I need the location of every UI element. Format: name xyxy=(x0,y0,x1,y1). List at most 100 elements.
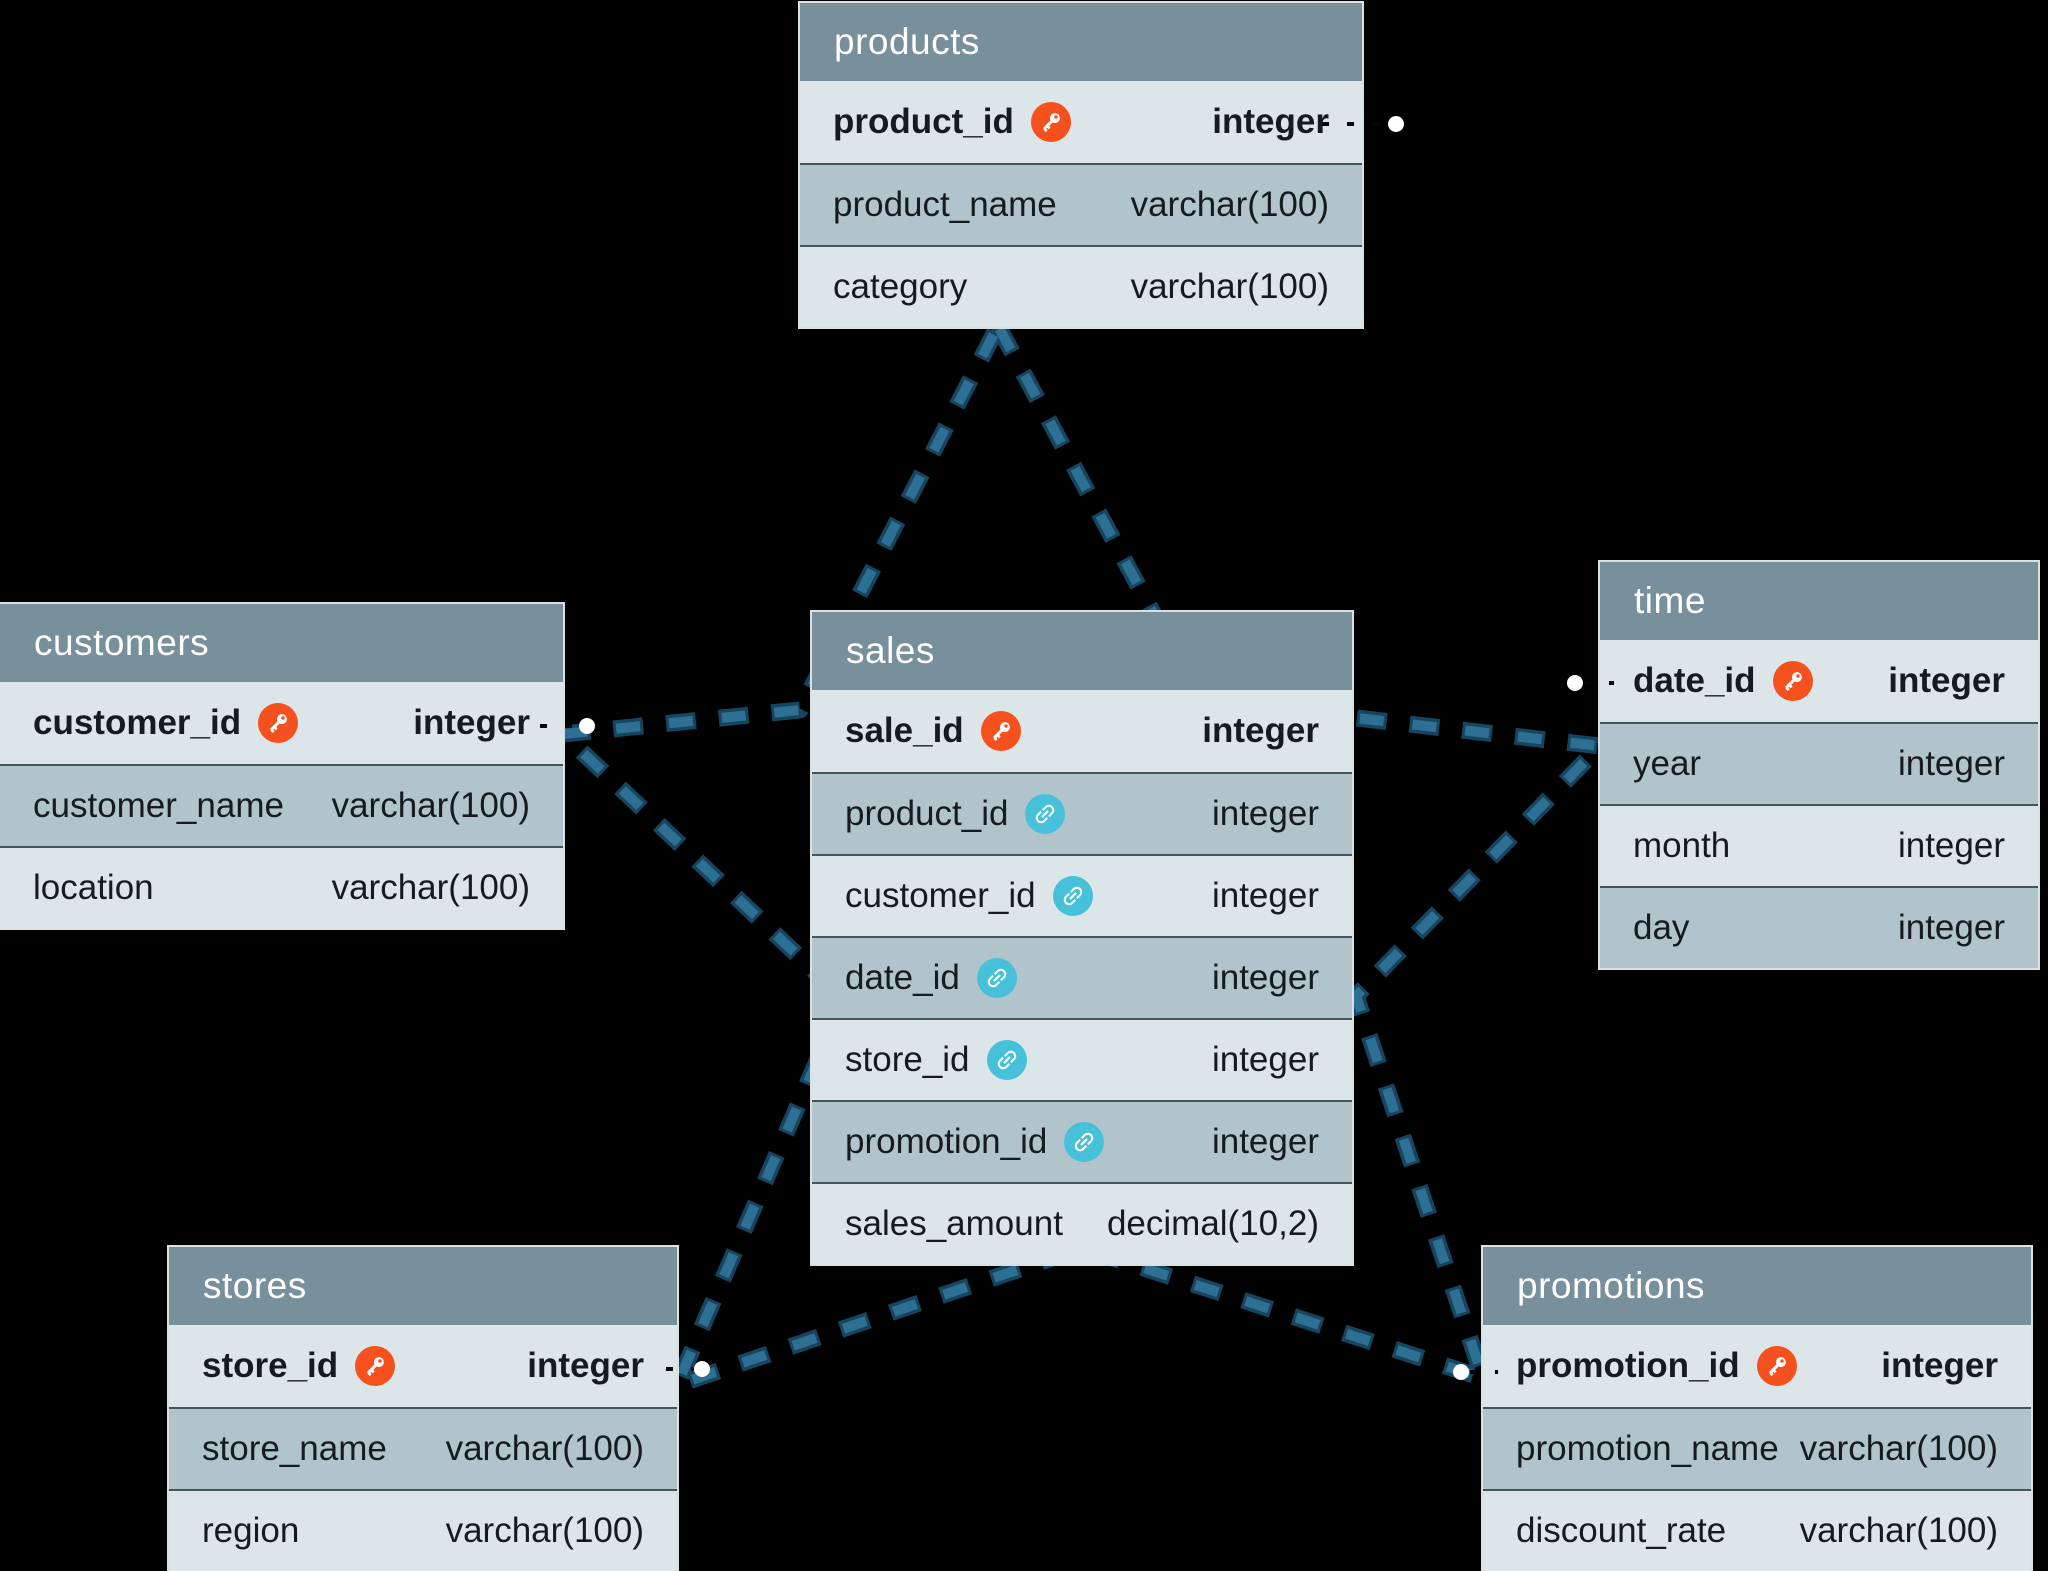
field-type: integer xyxy=(1888,661,2005,700)
field-name: month xyxy=(1633,826,1731,865)
primary-key-icon xyxy=(258,703,299,743)
field-type: varchar(100) xyxy=(331,868,530,907)
field-name: sale_id xyxy=(845,711,1021,751)
field-row-promotion-name: promotion_name varchar(100) xyxy=(1483,1407,2031,1489)
field-name: location xyxy=(33,868,154,907)
field-row-sale-id: sale_id integer xyxy=(812,690,1352,772)
field-row-store-id: store_id integer xyxy=(169,1325,677,1407)
endpoint-dot-products xyxy=(1388,116,1404,132)
table-title: customers xyxy=(34,622,210,663)
field-row-date-id-fk: date_id integer xyxy=(812,936,1352,1018)
field-type: integer xyxy=(1211,958,1319,997)
table-time-header[interactable]: time xyxy=(1600,562,2038,640)
field-type: varchar(100) xyxy=(1799,1429,1998,1468)
field-name: region xyxy=(202,1511,300,1550)
table-title: time xyxy=(1634,580,1706,621)
table-title: promotions xyxy=(1517,1265,1706,1306)
foreign-key-link-icon xyxy=(976,958,1017,998)
field-row-month: month integer xyxy=(1600,804,2038,886)
field-name: product_id xyxy=(833,102,1071,142)
field-row-customer-id: customer_id integer xyxy=(0,682,563,764)
endpoint-dot-customers xyxy=(579,718,595,734)
field-name: promotion_name xyxy=(1516,1429,1779,1468)
field-type: decimal(10,2) xyxy=(1106,1204,1319,1243)
field-row-customer-name: customer_name varchar(100) xyxy=(0,764,563,846)
field-type: integer xyxy=(1211,794,1319,833)
field-type: integer xyxy=(1881,1346,1998,1385)
field-row-customer-id-fk: customer_id integer xyxy=(812,854,1352,936)
field-row-location: location varchar(100) xyxy=(0,846,563,928)
field-name: product_name xyxy=(833,185,1057,224)
field-name: store_id xyxy=(202,1346,396,1386)
field-name: customer_id xyxy=(845,876,1093,916)
field-name: discount_rate xyxy=(1516,1511,1727,1550)
field-name: customer_id xyxy=(33,703,299,743)
field-type: integer xyxy=(1897,908,2005,947)
endpoint-dot-stores xyxy=(694,1361,710,1377)
foreign-key-link-icon xyxy=(1052,876,1093,916)
field-type: integer xyxy=(1212,102,1329,141)
field-name: year xyxy=(1633,744,1702,783)
table-sales-header[interactable]: sales xyxy=(812,612,1352,690)
table-customers-header[interactable]: customers xyxy=(0,604,563,682)
primary-key-icon xyxy=(355,1346,396,1386)
field-type: integer xyxy=(1211,876,1319,915)
table-time[interactable]: time date_id integer year integer month … xyxy=(1598,560,2040,970)
field-name: day xyxy=(1633,908,1690,947)
field-name: store_id xyxy=(845,1040,1027,1080)
endpoint-dot-time xyxy=(1567,675,1583,691)
field-type: integer xyxy=(1897,744,2005,783)
field-type: integer xyxy=(413,703,530,742)
field-type: varchar(100) xyxy=(1130,267,1329,306)
field-row-sales-amount: sales_amount decimal(10,2) xyxy=(812,1182,1352,1264)
foreign-key-link-icon xyxy=(1064,1122,1105,1162)
field-type: varchar(100) xyxy=(1130,185,1329,224)
table-promotions-header[interactable]: promotions xyxy=(1483,1247,2031,1325)
field-type: varchar(100) xyxy=(1799,1511,1998,1550)
field-name: promotion_id xyxy=(845,1122,1105,1162)
field-name: sales_amount xyxy=(845,1204,1063,1243)
field-row-store-name: store_name varchar(100) xyxy=(169,1407,677,1489)
field-type: integer xyxy=(1897,826,2005,865)
primary-key-icon xyxy=(980,711,1021,751)
primary-key-icon xyxy=(1756,1346,1797,1386)
field-type: integer xyxy=(1211,1122,1319,1161)
field-row-promotion-id: promotion_id integer xyxy=(1483,1325,2031,1407)
field-row-product-name: product_name varchar(100) xyxy=(800,163,1362,245)
primary-key-icon xyxy=(1772,661,1813,701)
table-stores[interactable]: stores store_id integer store_name varch… xyxy=(167,1245,679,1571)
primary-key-icon xyxy=(1030,102,1071,142)
endpoint-dot-promotions xyxy=(1453,1364,1469,1380)
field-name: promotion_id xyxy=(1516,1346,1797,1386)
table-title: sales xyxy=(846,630,935,671)
field-row-category: category varchar(100) xyxy=(800,245,1362,327)
foreign-key-link-icon xyxy=(986,1040,1027,1080)
field-name: date_id xyxy=(845,958,1017,998)
field-row-region: region varchar(100) xyxy=(169,1489,677,1571)
table-title: products xyxy=(834,21,980,62)
field-type: varchar(100) xyxy=(445,1429,644,1468)
field-row-year: year integer xyxy=(1600,722,2038,804)
table-products-header[interactable]: products xyxy=(800,3,1362,81)
table-stores-header[interactable]: stores xyxy=(169,1247,677,1325)
field-name: store_name xyxy=(202,1429,387,1468)
table-sales[interactable]: sales sale_id integer product_id integer… xyxy=(810,610,1354,1266)
field-row-promotion-id-fk: promotion_id integer xyxy=(812,1100,1352,1182)
field-row-day: day integer xyxy=(1600,886,2038,968)
field-type: varchar(100) xyxy=(331,786,530,825)
field-row-product-id: product_id integer xyxy=(800,81,1362,163)
field-name: product_id xyxy=(845,794,1066,834)
field-type: integer xyxy=(1211,1040,1319,1079)
table-customers[interactable]: customers customer_id integer customer_n… xyxy=(0,602,565,930)
table-products[interactable]: products product_id integer product_name… xyxy=(798,1,1364,329)
field-row-date-id: date_id integer xyxy=(1600,640,2038,722)
foreign-key-link-icon xyxy=(1025,794,1066,834)
table-title: stores xyxy=(203,1265,307,1306)
field-type: integer xyxy=(527,1346,644,1385)
table-promotions[interactable]: promotions promotion_id integer promotio… xyxy=(1481,1245,2033,1571)
field-name: customer_name xyxy=(33,786,284,825)
field-type: varchar(100) xyxy=(445,1511,644,1550)
field-row-product-id-fk: product_id integer xyxy=(812,772,1352,854)
field-name: category xyxy=(833,267,968,306)
